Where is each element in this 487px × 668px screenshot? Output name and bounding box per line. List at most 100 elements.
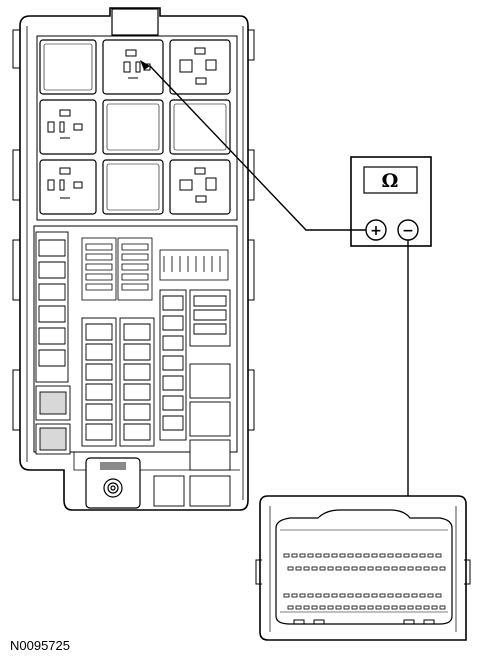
relay-slot-2 [169, 39, 231, 95]
connector-pin [355, 553, 362, 558]
figure-id: N0095725 [10, 638, 70, 653]
connector-pin [403, 593, 410, 598]
connector-pin [343, 566, 350, 571]
maxi-fuse-grid [81, 289, 231, 507]
connector-pin [423, 605, 430, 610]
connector-pin [407, 605, 414, 610]
connector-pin [351, 605, 358, 610]
connector-pin [367, 566, 374, 571]
connector-pin [299, 593, 306, 598]
connector-pin [291, 593, 298, 598]
connector-pin [399, 605, 406, 610]
connector-pin [379, 593, 386, 598]
connector-pin [299, 553, 306, 558]
positive-probe-tip [140, 60, 150, 70]
relay-slot-5 [169, 159, 231, 215]
connector-pin [415, 566, 422, 571]
connector-pin [435, 553, 442, 558]
connector-pin [375, 566, 382, 571]
connector-pin [391, 566, 398, 571]
ohmmeter-display [363, 166, 418, 194]
connector-pin [431, 566, 438, 571]
connector-pin [431, 605, 438, 610]
connector-housing [259, 495, 467, 641]
connector-pin [295, 566, 302, 571]
relay-slot-4 [39, 159, 97, 215]
connector-pin [391, 605, 398, 610]
connector-pin [383, 605, 390, 610]
relay-pin-symbols [47, 47, 217, 203]
negative-terminal-label: − [402, 223, 414, 239]
connector-pin [307, 553, 314, 558]
side-clips [12, 29, 255, 431]
bottom-blocks [35, 385, 185, 507]
connector-pin [371, 553, 378, 558]
connector-pin [303, 605, 310, 610]
connector-pin-rows [283, 553, 446, 610]
positive-lead [149, 65, 366, 231]
connector-pin [419, 553, 426, 558]
connector-pin [387, 593, 394, 598]
connector-pin [375, 605, 382, 610]
relay-slot-1 [102, 39, 164, 95]
relay-slot-empty [102, 159, 164, 215]
connector-pin [399, 566, 406, 571]
connector-pin [395, 593, 402, 598]
ohmmeter: Ω + − [350, 156, 432, 247]
connector-pin [311, 605, 318, 610]
connector-pin [427, 553, 434, 558]
connector-pin [395, 553, 402, 558]
relay-slot-3 [39, 99, 97, 155]
relay-slot-empty [39, 39, 97, 95]
connector-pin [287, 605, 294, 610]
connector-pin [315, 593, 322, 598]
relay-slot-empty [169, 99, 231, 155]
connector-pin [283, 593, 290, 598]
bolt-stud [85, 457, 141, 509]
connector-pin [303, 566, 310, 571]
connector-pin [295, 605, 302, 610]
connector-pin [339, 593, 346, 598]
connector-pin [419, 593, 426, 598]
wiring-connector [255, 495, 471, 641]
connector-pin [423, 566, 430, 571]
connector-pin [331, 593, 338, 598]
connector-pin [383, 566, 390, 571]
connector-pin [387, 553, 394, 558]
connector-pin [283, 553, 290, 558]
relay-slots [39, 39, 231, 215]
connector-pin [343, 605, 350, 610]
mini-relay-column [35, 231, 69, 383]
connector-pin [411, 593, 418, 598]
connector-pin [311, 566, 318, 571]
connector-pin [427, 593, 434, 598]
connector-pin [439, 605, 446, 610]
connector-pin [403, 553, 410, 558]
connector-pin [315, 553, 322, 558]
connector-pin [335, 605, 342, 610]
ohmmeter-display-label: Ω [382, 170, 399, 192]
connector-pin [307, 593, 314, 598]
connector-pin [435, 593, 442, 598]
connector-pin [355, 593, 362, 598]
connector-pin [319, 566, 326, 571]
connector-bottom-slots [293, 619, 435, 625]
connector-pin [287, 566, 294, 571]
connector-pin-field [275, 509, 453, 625]
connector-pin [363, 553, 370, 558]
connector-pin [331, 553, 338, 558]
connector-pin [367, 605, 374, 610]
connector-pin [439, 566, 446, 571]
connector-pin [411, 553, 418, 558]
connector-pin [323, 593, 330, 598]
connector-pin [319, 605, 326, 610]
connector-pin [371, 593, 378, 598]
mini-fuse-array [81, 237, 229, 301]
connector-pin [347, 593, 354, 598]
connector-pin [407, 566, 414, 571]
relay-slot-empty [102, 99, 164, 155]
fuse-relay-box [12, 7, 255, 511]
connector-pin [327, 605, 334, 610]
connector-pin [323, 553, 330, 558]
